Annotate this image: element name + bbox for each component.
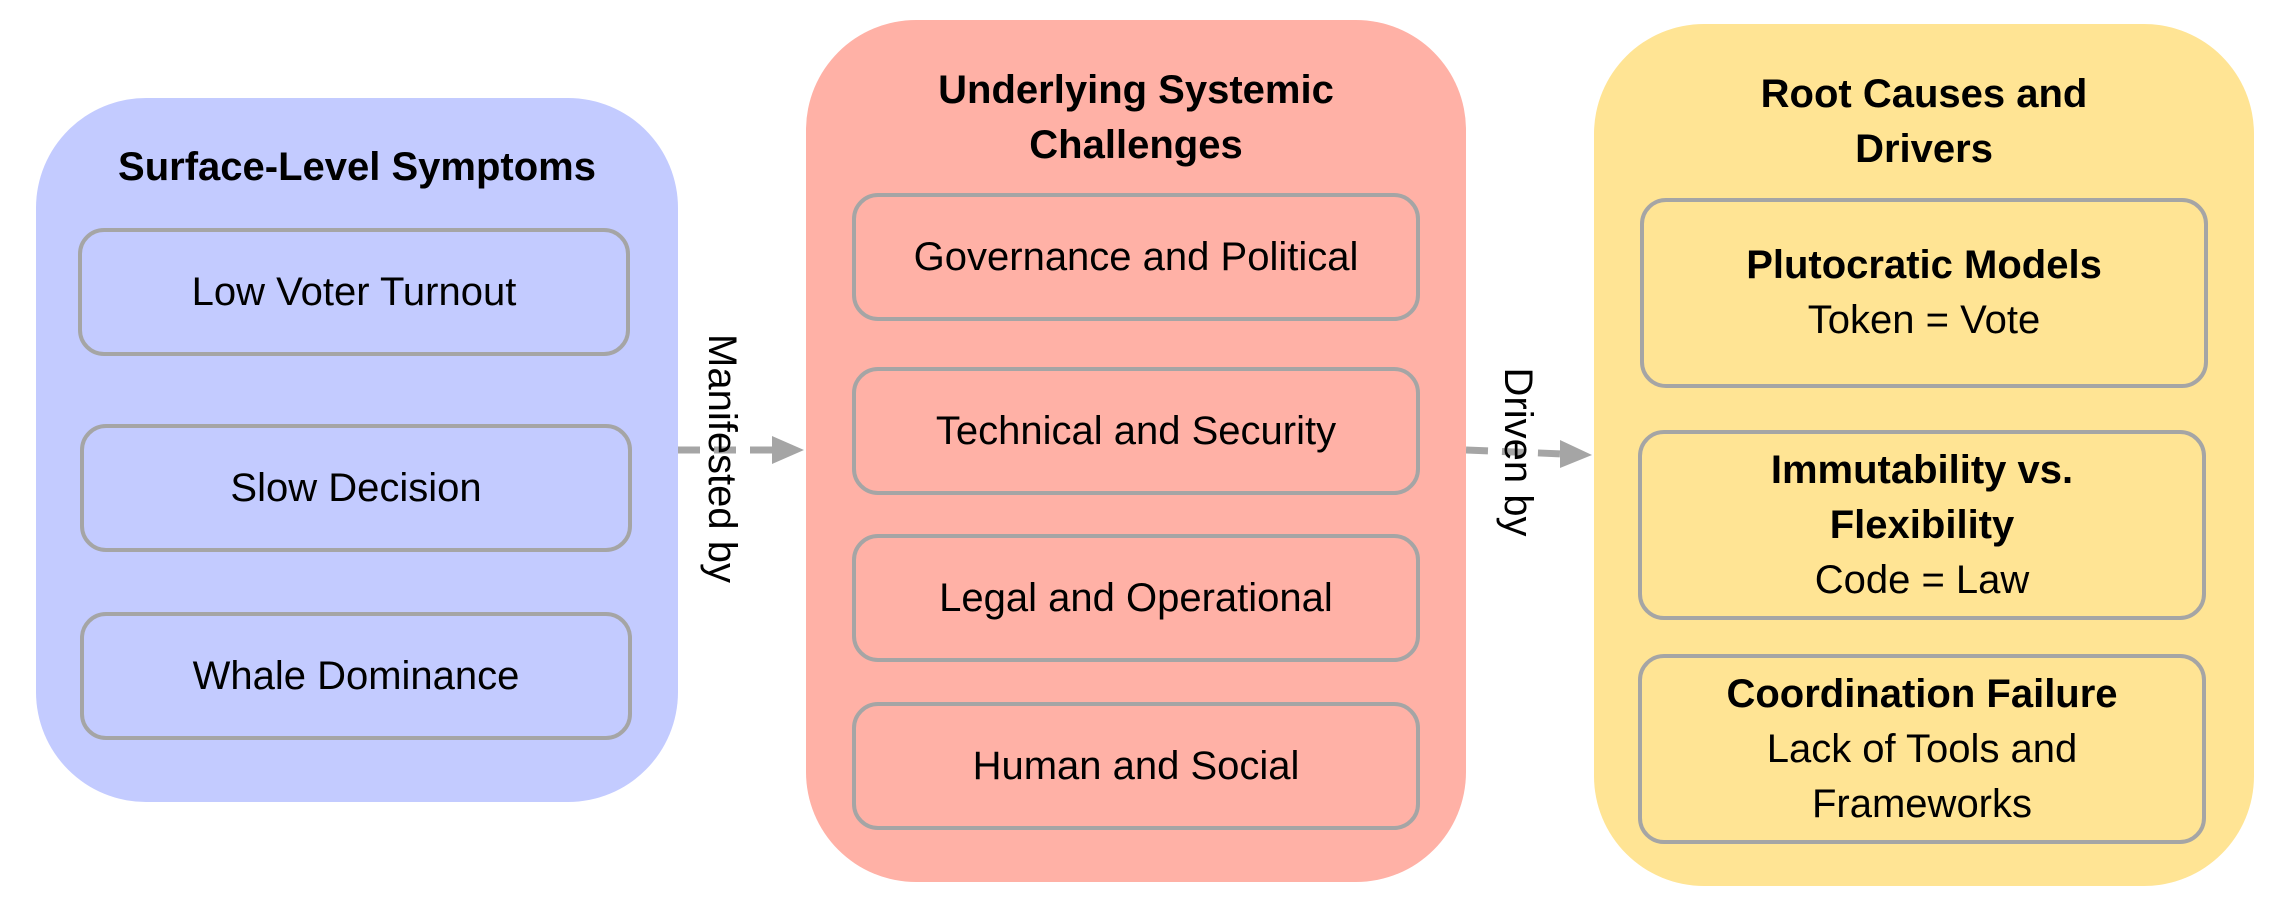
symptom-label: Low Voter Turnout — [191, 269, 517, 314]
symptom-label: Whale Dominance — [192, 653, 520, 698]
underlying-systemic-challenges-panel: Underlying Systemic Challenges Governanc… — [806, 20, 1466, 882]
symptom-low-voter-turnout: Low Voter Turnout — [78, 228, 630, 356]
cause-title: Immutability vs. — [1770, 447, 2074, 492]
manifested-by-arrow — [678, 436, 804, 464]
cause-description: Frameworks — [1811, 781, 2033, 826]
symptom-slow-decision: Slow Decision — [80, 424, 632, 552]
cause-title: Flexibility — [1829, 502, 2015, 547]
root-causes-and-drivers-panel: Root Causes and Drivers Plutocratic Mode… — [1594, 24, 2254, 886]
driven-by-arrow — [1465, 440, 1592, 468]
cause-description: Code = Law — [1814, 557, 2030, 602]
cause-coordination-failure: Coordination Failure Lack of Tools and F… — [1638, 654, 2206, 844]
cause-plutocratic-models: Plutocratic Models Token = Vote — [1640, 198, 2208, 388]
surface-level-symptoms-panel: Surface-Level Symptoms Low Voter Turnout… — [36, 98, 678, 802]
panel-title-line: Challenges — [1029, 123, 1243, 167]
challenge-label: Legal and Operational — [939, 575, 1333, 620]
challenge-legal-and-operational: Legal and Operational — [852, 534, 1420, 662]
panel-title-line: Root Causes and — [1760, 72, 2088, 116]
panel-title-line: Drivers — [1855, 127, 1993, 171]
challenge-human-and-social: Human and Social — [852, 702, 1420, 830]
symptom-label: Slow Decision — [230, 465, 482, 510]
challenge-label: Technical and Security — [935, 408, 1337, 453]
manifested-by-label: Manifested by — [700, 334, 744, 584]
challenge-technical-and-security: Technical and Security — [852, 367, 1420, 495]
panel-title-line: Underlying Systemic — [938, 68, 1334, 112]
cause-title: Coordination Failure — [1726, 671, 2118, 716]
driven-by-label: Driven by — [1496, 367, 1540, 537]
panel-title: Underlying Systemic Challenges — [806, 63, 1466, 173]
panel-title: Root Causes and Drivers — [1594, 67, 2254, 177]
cause-title: Plutocratic Models — [1746, 243, 2102, 287]
symptom-whale-dominance: Whale Dominance — [80, 612, 632, 740]
challenge-label: Governance and Political — [913, 234, 1359, 279]
cause-description: Token = Vote — [1807, 298, 2041, 342]
challenge-label: Human and Social — [972, 743, 1300, 788]
challenge-governance-and-political: Governance and Political — [852, 193, 1420, 321]
cause-immutability-vs-flexibility: Immutability vs. Flexibility Code = Law — [1638, 430, 2206, 620]
panel-title: Surface-Level Symptoms — [118, 145, 596, 189]
cause-description: Lack of Tools and — [1766, 726, 2078, 771]
